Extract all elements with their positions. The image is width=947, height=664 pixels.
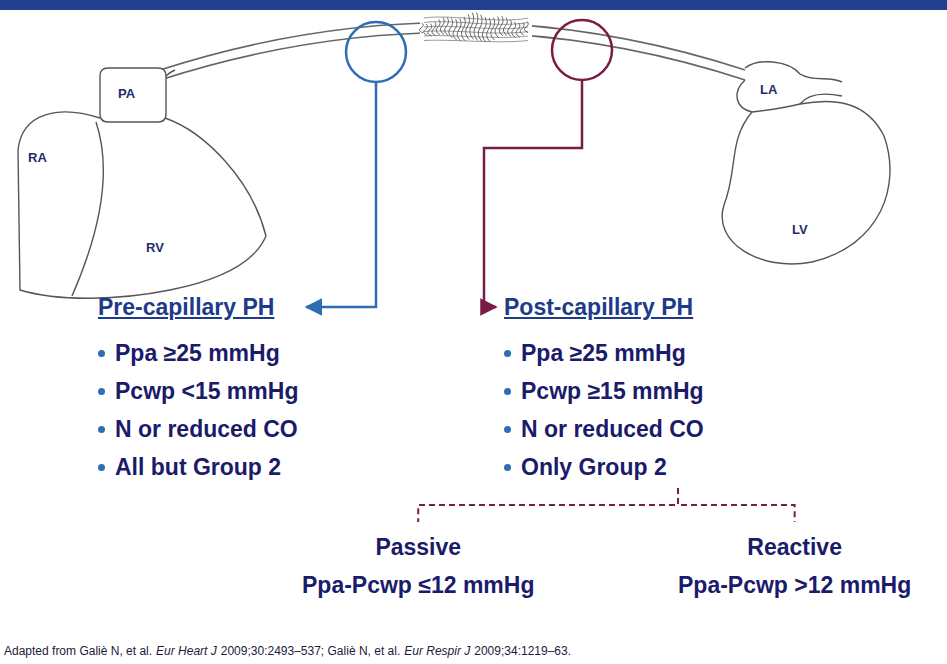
criterion-text: Only Group 2 — [521, 448, 667, 486]
subtype-criterion: Ppa-Pcwp ≤12 mmHg — [302, 566, 534, 604]
bullet-row: Pcwp <15 mmHg — [98, 372, 298, 410]
bullet-row: Pcwp ≥15 mmHg — [504, 372, 704, 410]
capillary-stroke — [419, 23, 423, 33]
capillary-stroke — [424, 31, 528, 33]
criterion-text: N or reduced CO — [521, 410, 704, 448]
title-bar — [0, 0, 947, 10]
subtype-block: PassivePpa-Pcwp ≤12 mmHg — [302, 528, 534, 604]
capillary-stroke — [432, 22, 436, 36]
chamber-label: RV — [146, 240, 164, 255]
postcapillary-circle — [552, 20, 612, 80]
capillary-stroke — [449, 18, 453, 38]
capillary-stroke — [487, 18, 491, 42]
criteria-block: Pre-capillary PH Ppa ≥25 mmHgPcwp <15 mmH… — [98, 292, 298, 486]
journal-name: Eur Respir J — [404, 644, 470, 658]
bullet-row: All but Group 2 — [98, 448, 298, 486]
chamber-label: RA — [28, 150, 47, 165]
capillary-stroke — [516, 23, 520, 37]
criterion-text: Ppa ≥25 mmHg — [521, 334, 686, 372]
dashed-bracket — [678, 488, 795, 522]
bullet-row: Ppa ≥25 mmHg — [98, 334, 298, 372]
citation: Adapted from Galiè N, et al. Eur Heart J 2… — [4, 644, 571, 658]
leader-arrow — [484, 80, 582, 307]
bullet-row: N or reduced CO — [98, 410, 298, 448]
criterion-text: Ppa ≥25 mmHg — [115, 334, 280, 372]
bullet-row: Only Group 2 — [504, 448, 704, 486]
subtype-name: Passive — [302, 528, 534, 566]
bullet-dot — [504, 426, 511, 433]
capillary-stroke — [474, 12, 478, 40]
capillary-stroke — [424, 40, 528, 42]
bullet-row: N or reduced CO — [504, 410, 704, 448]
chamber-label: LV — [792, 222, 808, 237]
bullet-dot — [504, 388, 511, 395]
block-heading: Post-capillary PH — [504, 292, 704, 322]
capillary-stroke — [470, 13, 474, 40]
bullet-dot — [98, 464, 105, 471]
capillary-stroke — [424, 24, 428, 35]
bullet-dot — [98, 426, 105, 433]
capillary-stroke — [424, 17, 528, 20]
subtype-name: Reactive — [678, 528, 911, 566]
journal-name: Eur Heart J — [156, 644, 217, 658]
criteria-block: Post-capillary PH Ppa ≥25 mmHgPcwp ≥15 mm… — [504, 292, 704, 486]
capillary-stroke — [491, 18, 495, 40]
capillary-stroke — [428, 24, 432, 37]
dashed-bracket — [418, 488, 678, 522]
block-heading: Pre-capillary PH — [98, 292, 298, 322]
citation-text: Adapted from Galiè N, et al. — [4, 644, 152, 658]
leader-arrow — [306, 82, 376, 307]
criterion-text: N or reduced CO — [115, 410, 298, 448]
chamber-label: PA — [118, 86, 135, 101]
capillary-stroke — [520, 22, 524, 35]
capillary-ground — [420, 12, 532, 46]
criterion-text: Pcwp <15 mmHg — [115, 372, 298, 410]
bullet-dot — [98, 388, 105, 395]
bullet-dot — [98, 350, 105, 357]
capillary-stroke — [424, 26, 528, 28]
citation-text: 2009;30:2493–537; Galiè N, et al. — [221, 644, 400, 658]
subtype-criterion: Ppa-Pcwp >12 mmHg — [678, 566, 911, 604]
chamber-label: LA — [760, 82, 777, 97]
capillary-stroke — [482, 17, 486, 42]
bullet-dot — [504, 350, 511, 357]
citation-text: 2009;34:1219–63. — [474, 644, 571, 658]
capillary-stroke — [424, 36, 528, 38]
left-heart — [722, 62, 890, 264]
capillary-bed — [419, 12, 532, 46]
capillary-stroke — [461, 17, 465, 41]
criterion-text: Pcwp ≥15 mmHg — [521, 372, 704, 410]
precapillary-circle — [346, 22, 406, 82]
criterion-text: All but Group 2 — [115, 448, 281, 486]
capillary-stroke — [424, 22, 528, 25]
subtype-block: ReactivePpa-Pcwp >12 mmHg — [678, 528, 911, 604]
bullet-row: Ppa ≥25 mmHg — [504, 334, 704, 372]
right-heart — [18, 68, 266, 298]
bullet-dot — [504, 464, 511, 471]
capillary-stroke — [440, 18, 444, 35]
